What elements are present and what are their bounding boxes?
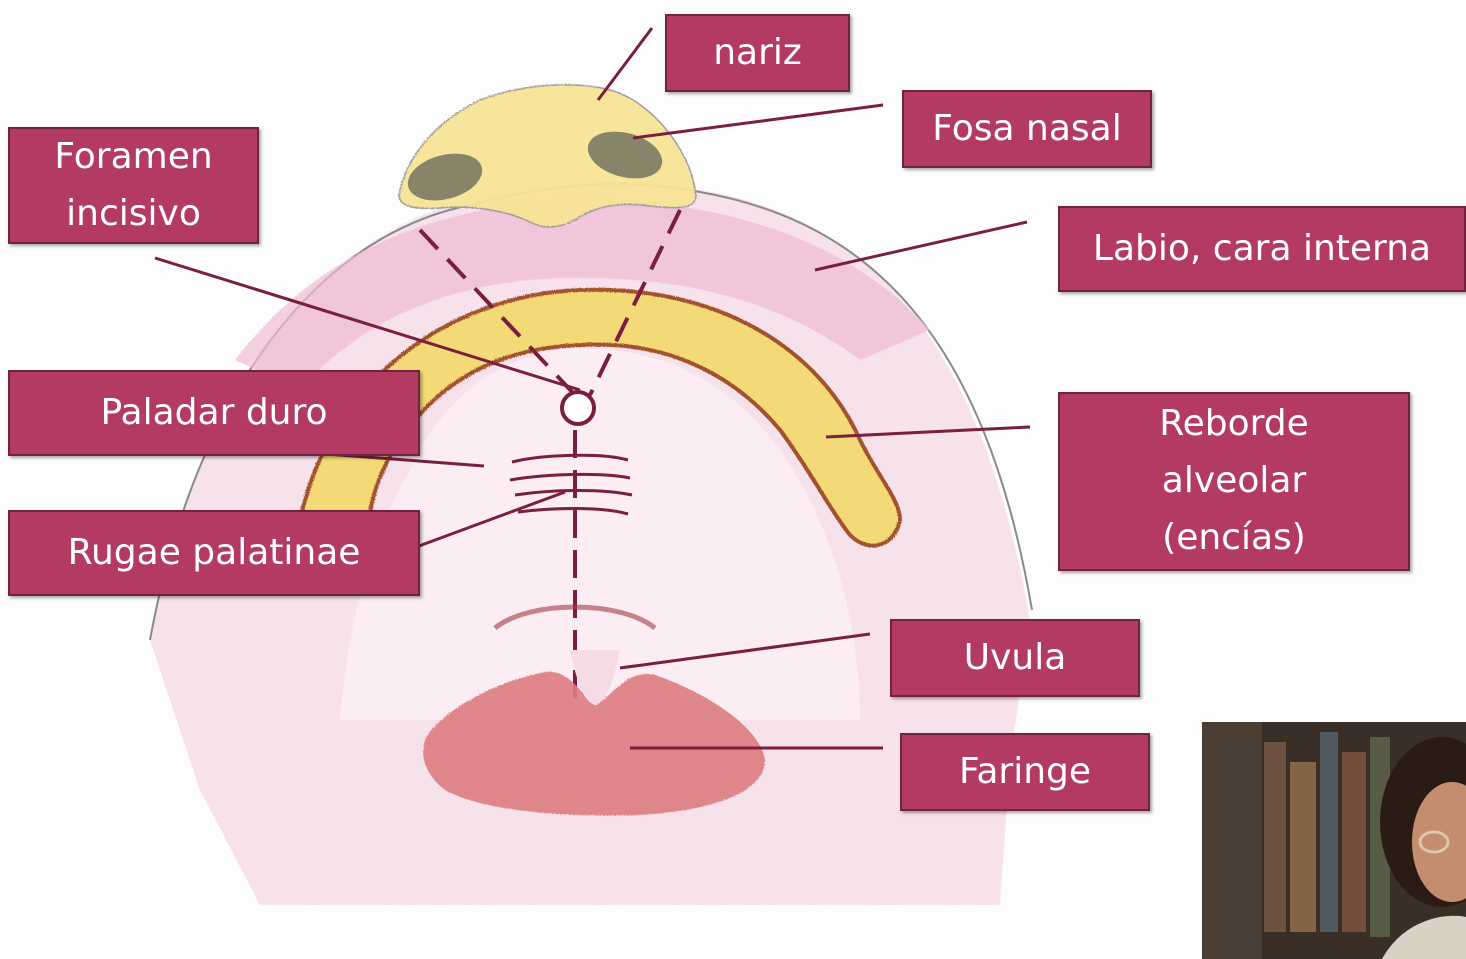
label-nariz-text: nariz	[713, 25, 802, 82]
label-fosa-nasal-text: Fosa nasal	[932, 101, 1121, 158]
label-labio-text: Labio, cara interna	[1093, 221, 1431, 278]
label-reborde-alveolar-text: Reborde alveolar (encías)	[1159, 396, 1309, 567]
label-uvula-text: Uvula	[964, 630, 1067, 687]
leader-nariz	[598, 28, 652, 100]
presenter-webcam	[1202, 722, 1466, 959]
label-rugae-palatinae: Rugae palatinae	[8, 510, 420, 596]
label-rugae-palatinae-text: Rugae palatinae	[68, 525, 361, 582]
label-paladar-duro-text: Paladar duro	[100, 385, 327, 442]
label-reborde-alveolar: Reborde alveolar (encías)	[1058, 392, 1410, 571]
label-nariz: nariz	[665, 14, 850, 92]
label-faringe: Faringe	[900, 733, 1150, 811]
label-paladar-duro: Paladar duro	[8, 370, 420, 456]
presenter-webcam-icon	[1202, 722, 1466, 959]
label-uvula: Uvula	[890, 619, 1140, 697]
label-foramen-incisivo: Foramen incisivo	[8, 127, 259, 244]
label-faringe-text: Faringe	[959, 744, 1091, 801]
foramen-circle	[562, 392, 594, 424]
label-fosa-nasal: Fosa nasal	[902, 90, 1152, 168]
leader-labio	[815, 222, 1027, 270]
leader-fosa-nasal	[633, 105, 883, 138]
label-foramen-incisivo-text: Foramen incisivo	[54, 129, 212, 243]
label-labio: Labio, cara interna	[1058, 206, 1466, 292]
